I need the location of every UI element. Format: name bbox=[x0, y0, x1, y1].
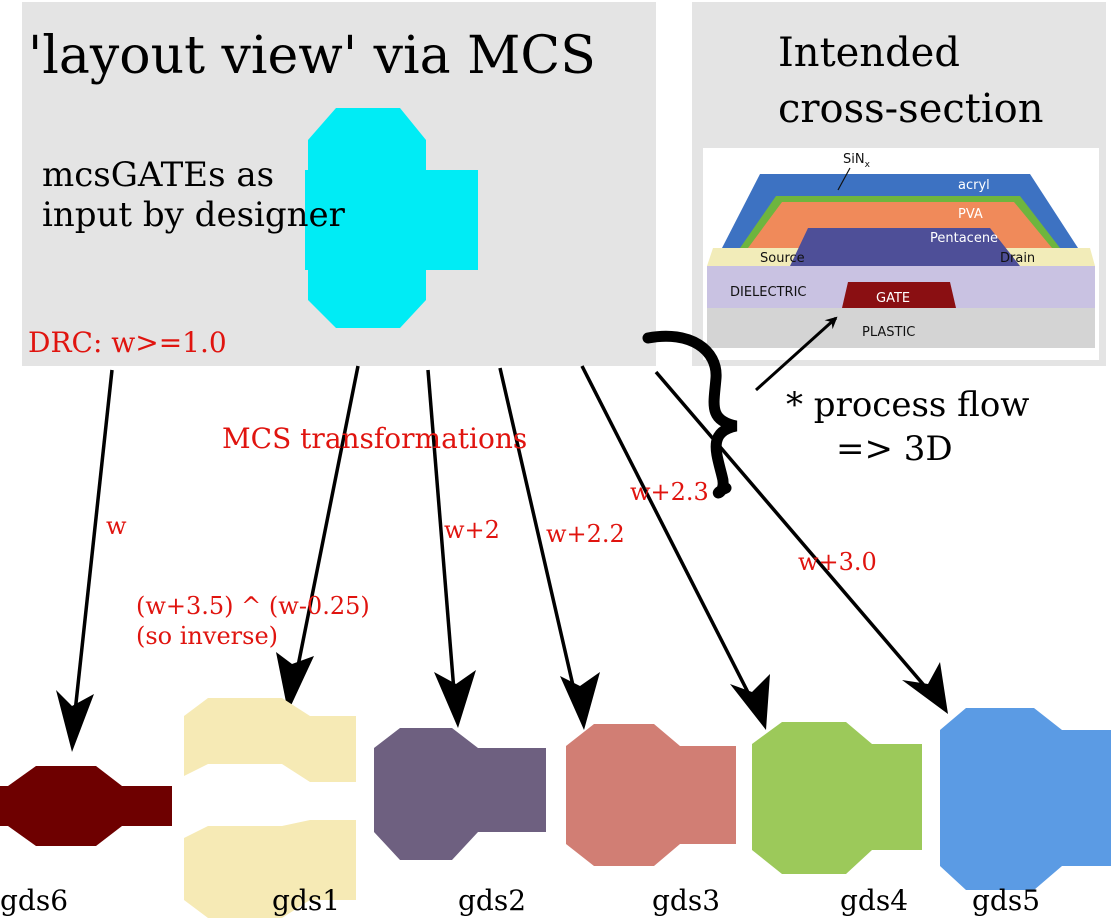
acryl-label: acryl bbox=[958, 178, 990, 193]
gate-layer bbox=[842, 282, 956, 308]
process-flow-line1: * process flow bbox=[786, 385, 1029, 425]
process-flow-line2: => 3D bbox=[836, 429, 953, 469]
gds2-rule: w+2 bbox=[444, 516, 500, 544]
gds2-shape bbox=[374, 728, 546, 860]
pentacene-layer bbox=[790, 228, 1020, 266]
gds5-shape bbox=[940, 708, 1111, 890]
cross-section-illustration: SiNx acryl PVA Pentacene Source Drain DI… bbox=[703, 148, 1099, 360]
pentacene-label: Pentacene bbox=[930, 231, 998, 246]
gds3-label: gds3 bbox=[652, 884, 720, 917]
plastic-label: PLASTIC bbox=[862, 325, 915, 340]
gds1-label: gds1 bbox=[272, 884, 340, 917]
designer-note-line1: mcsGATEs as bbox=[42, 155, 274, 195]
drain-label: Drain bbox=[1000, 251, 1035, 266]
gds5-label: gds5 bbox=[972, 884, 1040, 917]
gds1-rule-line2: (so inverse) bbox=[136, 622, 278, 650]
transformation-arrows bbox=[56, 365, 948, 752]
gds6-shape bbox=[0, 766, 172, 846]
gds6-label: gds6 bbox=[0, 884, 68, 917]
gds4-shape bbox=[752, 722, 922, 874]
gds2-label: gds2 bbox=[458, 884, 526, 917]
designer-note-line2: input by designer bbox=[42, 195, 346, 235]
mcs-transformations-label: MCS transformations bbox=[222, 422, 527, 455]
pva-label: PVA bbox=[958, 207, 983, 222]
gds4-rule: w+2.3 bbox=[630, 478, 709, 506]
gds1-rule-line1: (w+3.5) ^ (w-0.25) bbox=[136, 592, 370, 620]
process-flow-arrow bbox=[754, 316, 838, 392]
drc-rule-label: DRC: w>=1.0 bbox=[28, 326, 227, 359]
gds6-rule: w bbox=[106, 512, 127, 540]
gds4-label: gds4 bbox=[840, 884, 908, 917]
gds3-rule: w+2.2 bbox=[546, 520, 625, 548]
cross-section-title-line2: cross-section bbox=[778, 86, 1044, 132]
layout-view-title: 'layout view' via MCS bbox=[28, 26, 596, 86]
dielectric-label: DIELECTRIC bbox=[730, 285, 806, 300]
sin-label: SiNx bbox=[843, 152, 871, 170]
mcs-gate-shape bbox=[305, 108, 478, 328]
plastic-layer bbox=[707, 308, 1095, 348]
process-flow-brace bbox=[642, 330, 738, 499]
source-contact bbox=[707, 248, 810, 266]
gds3-shape bbox=[566, 724, 736, 866]
cross-section-title-line1: Intended bbox=[778, 30, 960, 76]
source-label: Source bbox=[760, 251, 805, 266]
gds5-rule: w+3.0 bbox=[798, 548, 877, 576]
gds1-shape bbox=[184, 698, 356, 918]
gate-label: GATE bbox=[876, 291, 910, 306]
